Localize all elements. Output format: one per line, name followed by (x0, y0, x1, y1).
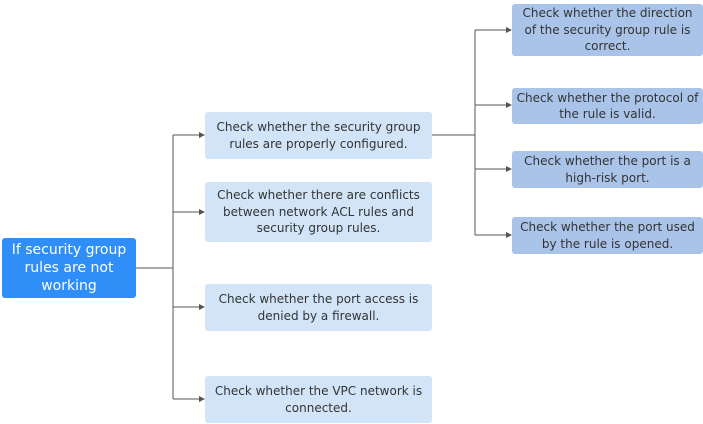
root-node: If security group rules are not working (2, 238, 136, 298)
rule-check-node-direction: Check whether the direction of the secur… (512, 4, 703, 56)
check-node-vpc-connectivity: Check whether the VPC network is connect… (205, 376, 432, 423)
check-node-security-group-rules: Check whether the security group rules a… (205, 112, 432, 159)
check-node-label: Check whether there are conflicts betwee… (217, 188, 420, 236)
rule-check-node-label: Check whether the direction of the secur… (522, 6, 693, 54)
rule-check-node-port-opened: Check whether the port used by the rule … (512, 217, 703, 254)
check-node-label: Check whether the VPC network is connect… (214, 384, 423, 415)
check-node-label: Check whether the security group rules a… (216, 120, 421, 151)
rule-check-node-protocol: Check whether the protocol of the rule i… (512, 88, 703, 124)
check-node-label: Check whether the port access is denied … (218, 292, 419, 323)
root-node-label: If security group rules are not working (11, 242, 127, 294)
check-node-acl-conflicts: Check whether there are conflicts betwee… (205, 182, 432, 242)
rule-check-node-high-risk-port: Check whether the port is a high-risk po… (512, 151, 703, 188)
rule-check-node-label: Check whether the protocol of the rule i… (516, 90, 699, 122)
rule-check-node-label: Check whether the port is a high-risk po… (524, 154, 691, 185)
rule-check-node-label: Check whether the port used by the rule … (520, 220, 695, 251)
check-node-firewall: Check whether the port access is denied … (205, 284, 432, 331)
